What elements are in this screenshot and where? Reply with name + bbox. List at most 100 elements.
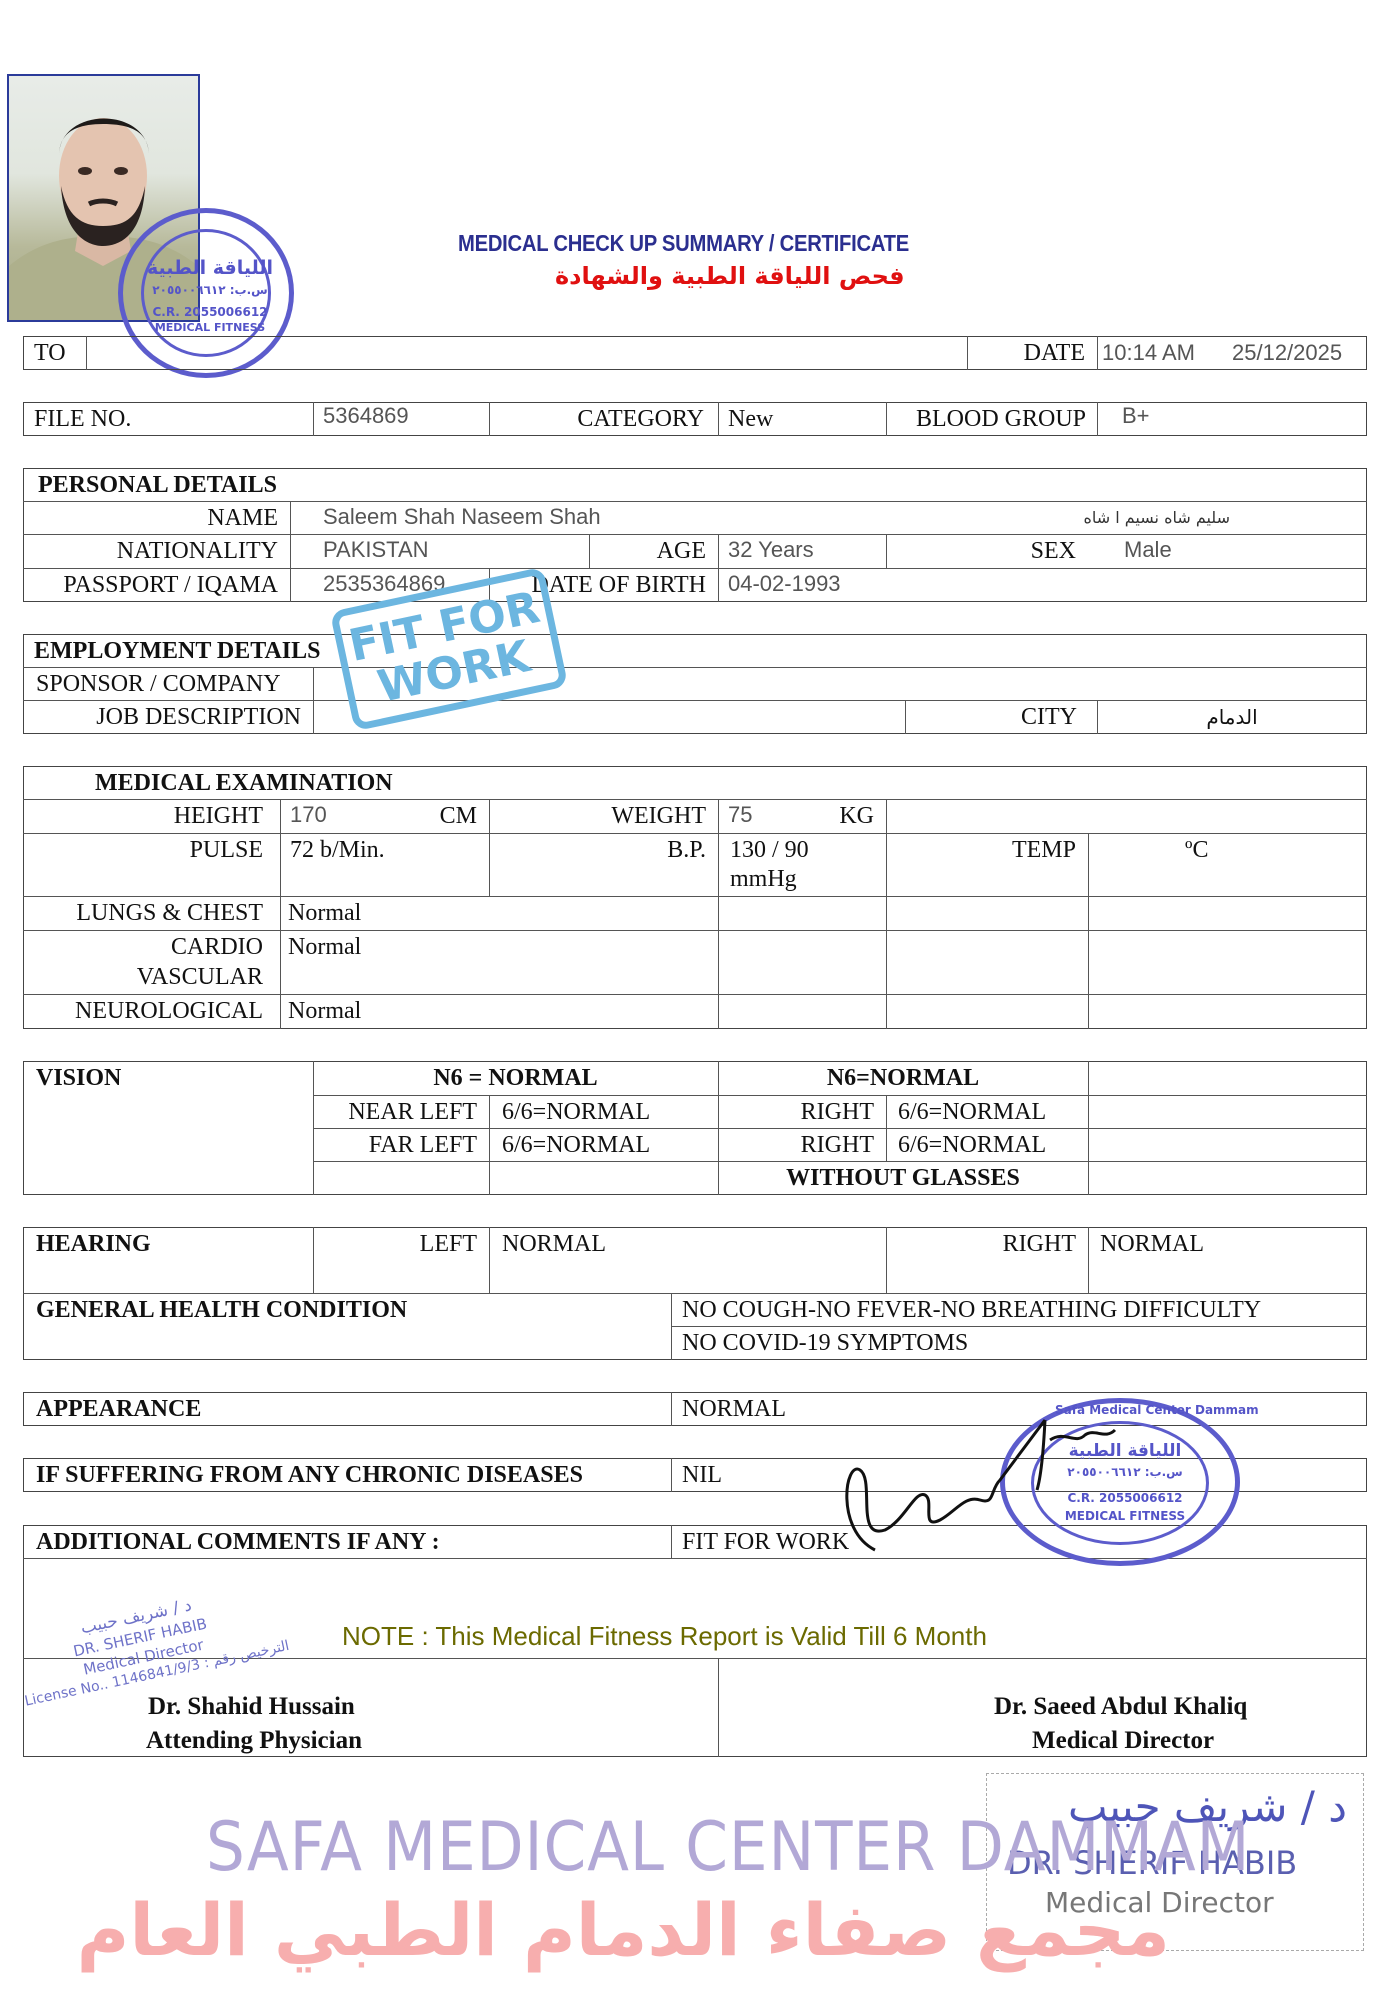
- clinic-seal-stamp-bottom: اللياقة الطبية س.ب: ٢٠٥٥٠٠٦٦١٢ C.R. 2055…: [1000, 1398, 1259, 1566]
- category-label: CATEGORY: [577, 406, 704, 432]
- category-value: New: [728, 406, 774, 432]
- director-stamp-en-name: DR. SHERIF HABIB: [1007, 1844, 1298, 1882]
- stamp2-ar-po: س.ب: ٢٠٥٥٠٠٦٦١٢: [1067, 1465, 1183, 1479]
- far-right-value: 6/6=NORMAL: [898, 1132, 1047, 1158]
- appearance-value: NORMAL: [682, 1396, 787, 1422]
- vision-left-header: N6 = NORMAL: [433, 1065, 598, 1091]
- director-name: Dr. Saeed Abdul Khaliq: [994, 1693, 1248, 1720]
- file-no-label: FILE NO.: [34, 406, 132, 432]
- stamp2-fitness: MEDICAL FITNESS: [1064, 1509, 1186, 1523]
- director-stamp-title: Medical Director: [1045, 1886, 1274, 1919]
- age-label: AGE: [656, 538, 706, 564]
- footer-clinic-name: SAFA MEDICAL CENTER DAMMAM: [206, 1808, 1251, 1887]
- bp-value: 130 / 90: [730, 837, 809, 863]
- employment-details-table: [23, 634, 1367, 734]
- name-value: Saleem Shah Naseem Shah: [323, 504, 601, 529]
- footer-clinic-name-arabic: مجمع صفاء الدمام الطبي العام: [76, 1888, 1170, 1972]
- hearing-right-value: NORMAL: [1100, 1231, 1205, 1257]
- file-row: [23, 402, 1367, 436]
- bp-unit: mmHg: [730, 866, 797, 892]
- height-label: HEIGHT: [173, 803, 263, 829]
- blood-group-label: BLOOD GROUP: [915, 406, 1086, 432]
- vision-right-header: N6=NORMAL: [826, 1065, 980, 1091]
- passport-label: PASSPORT / IQAMA: [63, 572, 278, 598]
- comments-signature-table: [23, 1525, 1367, 1757]
- name-value-arabic: سليم شاه نسيم ا شاه: [1083, 508, 1231, 527]
- far-right-label: RIGHT: [800, 1132, 874, 1158]
- temp-unit: ºC: [1185, 837, 1209, 863]
- weight-value: 75: [728, 802, 753, 827]
- neurological-label: NEUROLOGICAL: [75, 998, 263, 1024]
- additional-comments-label: ADDITIONAL COMMENTS IF ANY :: [36, 1529, 440, 1555]
- height-unit: CM: [439, 803, 477, 829]
- name-label: NAME: [207, 505, 278, 531]
- medical-examination-table: [23, 766, 1367, 1029]
- cardio-label-line2: VASCULAR: [136, 964, 263, 990]
- sex-value: Male: [1124, 537, 1172, 562]
- chronic-diseases-value: NIL: [682, 1462, 722, 1488]
- weight-label: WEIGHT: [611, 803, 706, 829]
- cardio-label-line1: CARDIO: [170, 934, 263, 960]
- city-value: الدمام: [1206, 705, 1258, 729]
- job-description-label: JOB DESCRIPTION: [96, 704, 301, 730]
- file-no-value: 5364869: [323, 403, 409, 428]
- pulse-label: PULSE: [189, 837, 263, 863]
- document-title: MEDICAL CHECK UP SUMMARY / CERTIFICATE: [458, 230, 910, 256]
- height-value: 170: [290, 802, 327, 827]
- date-label: DATE: [1023, 340, 1085, 366]
- hearing-left-label: LEFT: [419, 1231, 477, 1257]
- physician-title: Attending Physician: [146, 1727, 363, 1754]
- cardio-value: Normal: [288, 934, 362, 960]
- director-title: Medical Director: [1032, 1727, 1215, 1754]
- chronic-diseases-row: [23, 1458, 1367, 1492]
- sex-label: SEX: [1030, 538, 1076, 564]
- city-label: CITY: [1021, 704, 1077, 730]
- far-left-label: FAR LEFT: [368, 1132, 477, 1158]
- hearing-left-value: NORMAL: [502, 1231, 607, 1257]
- general-health-label: GENERAL HEALTH CONDITION: [36, 1297, 408, 1323]
- physician-name: Dr. Shahid Hussain: [148, 1693, 355, 1720]
- appearance-label: APPEARANCE: [36, 1396, 202, 1422]
- clinic-seal-stamp: اللياقة الطبية س.ب: ٢٠٥٥٠٠٦٦١٢ C.R. 2055…: [118, 208, 294, 378]
- far-left-value: 6/6=NORMAL: [502, 1132, 651, 1158]
- stamp-fitness: MEDICAL FITNESS: [154, 321, 266, 334]
- sponsor-label: SPONSOR / COMPANY: [36, 671, 281, 697]
- hearing-right-label: RIGHT: [1002, 1231, 1076, 1257]
- near-left-value: 6/6=NORMAL: [502, 1099, 651, 1125]
- general-health-line1: NO COUGH-NO FEVER-NO BREATHING DIFFICULT…: [682, 1297, 1262, 1323]
- stamp2-ar-center: اللياقة الطبية: [1068, 1441, 1182, 1461]
- validity-note: NOTE : This Medical Fitness Report is Va…: [342, 1621, 987, 1651]
- temp-label: TEMP: [1011, 837, 1076, 863]
- document-title-arabic: فحص اللياقة الطبية والشهادة: [555, 262, 905, 290]
- stamp-cr: C.R. 2055006612: [152, 305, 268, 319]
- vision-title: VISION: [36, 1065, 122, 1091]
- personal-details-title: PERSONAL DETAILS: [38, 472, 277, 498]
- stamp-ar-po: س.ب: ٢٠٥٥٠٠٦٦١٢: [152, 283, 268, 297]
- to-label: TO: [34, 340, 66, 366]
- lungs-label: LUNGS & CHEST: [76, 900, 263, 926]
- nationality-value: PAKISTAN: [323, 537, 429, 562]
- near-left-label: NEAR LEFT: [348, 1099, 477, 1125]
- additional-comments-value: FIT FOR WORK: [682, 1529, 850, 1555]
- to-date-row: [23, 336, 1367, 370]
- date-value: 25/12/2025: [1232, 340, 1343, 365]
- near-right-value: 6/6=NORMAL: [898, 1099, 1047, 1125]
- dob-label: DATE OF BIRTH: [531, 572, 706, 598]
- lungs-value: Normal: [288, 900, 362, 926]
- dob-value: 04-02-1993: [728, 571, 841, 596]
- employment-details-title: EMPLOYMENT DETAILS: [34, 638, 321, 664]
- chronic-diseases-label: IF SUFFERING FROM ANY CHRONIC DISEASES: [36, 1462, 583, 1488]
- stamp2-cr: C.R. 2055006612: [1067, 1491, 1183, 1505]
- director-stamp-ar-name: د / شريف حبيب: [1068, 1782, 1347, 1831]
- passport-value: 2535364869: [323, 571, 446, 596]
- near-right-label: RIGHT: [800, 1099, 874, 1125]
- general-health-line2: NO COVID-19 SYMPTOMS: [682, 1330, 969, 1356]
- time-value: 10:14 AM: [1102, 340, 1195, 365]
- weight-unit: KG: [839, 803, 874, 829]
- without-glasses-note: WITHOUT GLASSES: [786, 1165, 1020, 1191]
- director-stamp: د / شريف حبيب DR. SHERIF HABIB Medical D…: [986, 1773, 1364, 1951]
- director-signature: [845, 1419, 1117, 1552]
- bp-label: B.P.: [667, 837, 706, 863]
- blood-group-value: B+: [1122, 403, 1150, 428]
- age-value: 32 Years: [728, 537, 814, 562]
